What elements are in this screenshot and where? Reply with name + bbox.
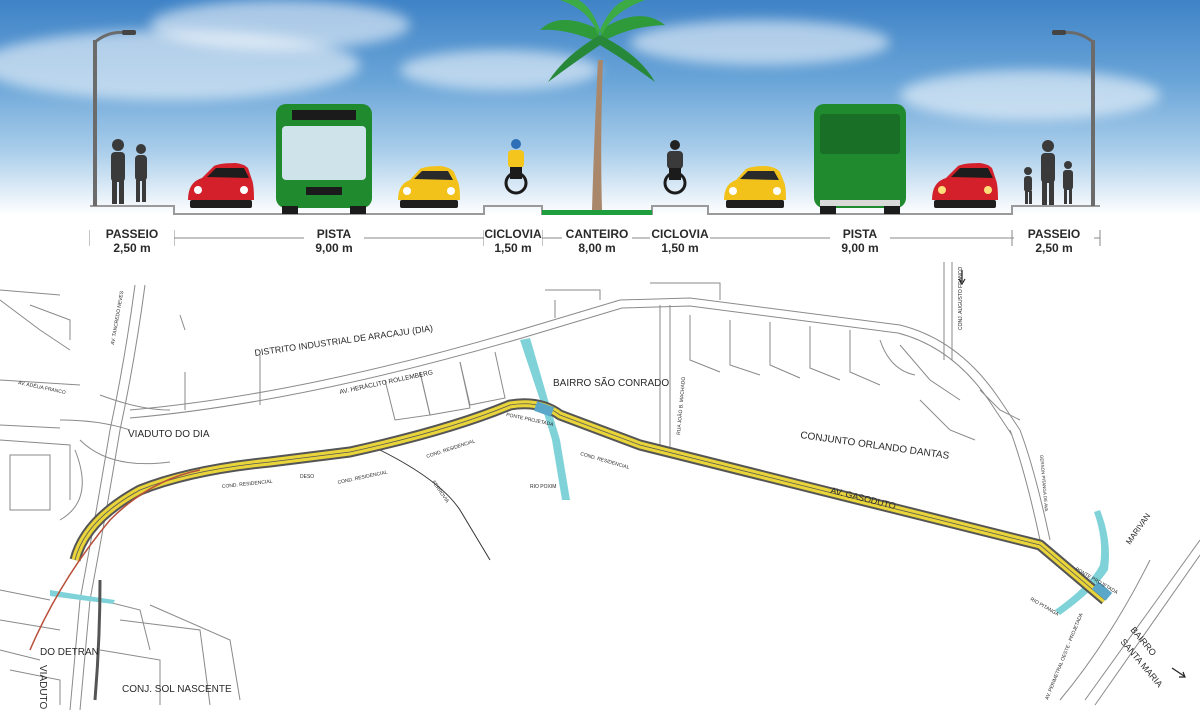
car-red-left	[188, 163, 254, 208]
label-rio-pitanga: RIO PITANGA	[1029, 597, 1060, 618]
segment-label: CICLOVIA 1,50 m	[650, 227, 710, 255]
label-cond-res-3: COND. RESIDENCIAL	[426, 438, 476, 459]
bus-right	[814, 104, 906, 214]
car-red-right	[932, 163, 998, 208]
segment-name: PASSEIO	[105, 227, 159, 241]
site-map: DISTRITO INDUSTRIAL DE ARACAJU (DIA) AV.…	[0, 262, 1200, 711]
segment-width: 2,50 m	[113, 241, 151, 255]
label-ferrovia: FERROVIA	[430, 480, 450, 505]
label-av-tancredo: AV. TANCREDO NEVES	[110, 290, 125, 345]
rio-poxim	[520, 338, 570, 500]
label-viaduto-detran-2: DO DETRAN	[40, 647, 99, 658]
segment-name: PISTA	[316, 227, 352, 241]
label-viaduto-detran-1: VIADUTO	[37, 665, 48, 709]
segment-label: PASSEIO 2,50 m	[1014, 227, 1094, 255]
car-yellow-right	[724, 166, 786, 208]
segment-label: PASSEIO 2,50 m	[90, 227, 174, 255]
map-labels: DISTRITO INDUSTRIAL DE ARACAJU (DIA) AV.…	[18, 267, 1165, 710]
street-lamp-left	[93, 30, 136, 206]
segment-width: 8,00 m	[578, 241, 616, 255]
label-conj-augusto: CONJ. AUGUSTO FRANCO	[958, 267, 964, 330]
segment-width: 9,00 m	[315, 241, 353, 255]
segment-name: PASSEIO	[1027, 227, 1081, 241]
cyclist-left	[504, 139, 528, 195]
median-grass	[542, 210, 652, 215]
label-marivan: MARIVAN	[1124, 511, 1152, 546]
palm-tree	[540, 0, 665, 210]
cross-section-drawing	[89, 0, 1101, 246]
pedestrians-right	[1024, 140, 1073, 205]
label-distrito: DISTRITO INDUSTRIAL DE ARACAJU (DIA)	[254, 323, 434, 358]
segment-label: CICLOVIA 1,50 m	[484, 227, 542, 255]
bus-left	[276, 104, 372, 214]
label-viaduto-dia: VIADUTO DO DIA	[128, 429, 210, 440]
av-gasoduto-corridor	[29, 398, 1113, 701]
segment-width: 1,50 m	[494, 241, 532, 255]
label-bairro-sao-conrado: BAIRRO SÃO CONRADO	[553, 376, 669, 389]
car-yellow-left	[398, 166, 460, 208]
label-rua-joao-machado: RUA JOÃO B. MACHADO	[675, 376, 687, 435]
segment-width: 9,00 m	[841, 241, 879, 255]
label-conj-sol: CONJ. SOL NASCENTE	[122, 684, 232, 695]
direction-arrow-icon	[958, 270, 1186, 678]
segment-name: CICLOVIA	[651, 227, 709, 241]
street-lamp-right	[1052, 30, 1095, 206]
street-network	[0, 262, 1200, 711]
label-deso: DESO	[300, 474, 314, 480]
label-conjunto-orlando: CONJUNTO ORLANDO DANTAS	[800, 430, 951, 462]
segment-name: PISTA	[842, 227, 878, 241]
segment-label: PISTA 9,00 m	[304, 227, 364, 255]
segment-width: 2,50 m	[1035, 241, 1073, 255]
segment-width: 1,50 m	[661, 241, 699, 255]
segment-name: CICLOVIA	[484, 227, 542, 241]
label-cond-res-2: COND. RESIDENCIAL	[337, 469, 388, 485]
cyclist-right	[663, 140, 687, 195]
label-rio-poxim: RIO POXIM	[530, 484, 556, 490]
rio-pitanga	[1055, 510, 1109, 615]
pedestrians-left	[111, 139, 147, 204]
segment-name: CANTEIRO	[565, 227, 629, 241]
label-av-perimetral: AV. PERIMETRAL OESTE - PROJETADA	[1044, 612, 1085, 701]
segment-label: PISTA 9,00 m	[830, 227, 890, 255]
label-gerson-pitanga: GERSON PITANGA DE AVA	[1039, 455, 1049, 512]
segment-label: CANTEIRO 8,00 m	[562, 227, 632, 255]
label-cond-res-4: COND. RESIDENCIAL	[579, 451, 630, 471]
label-cond-res-1: COND. RESIDENCIAL	[222, 479, 273, 490]
label-av-adelia: AV. ADÉLIA FRANCO	[18, 379, 67, 396]
